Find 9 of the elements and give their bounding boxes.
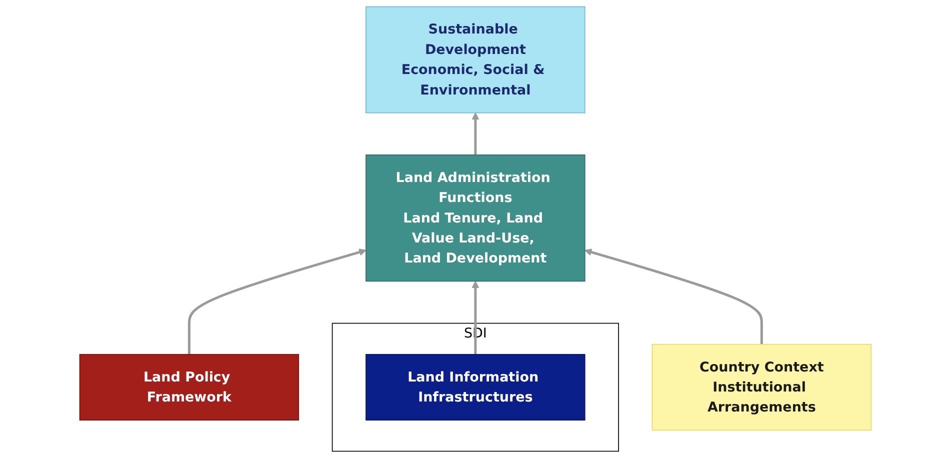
arrow — [471, 112, 479, 155]
arrow — [584, 248, 762, 344]
node-box: Land Policy Framework — [78, 354, 299, 421]
arrow — [471, 280, 479, 354]
node-box: Country Context Institutional Arrangements — [651, 344, 872, 431]
arrow — [187, 248, 366, 354]
node-box: Sustainable Development Economic, Social & Environmental — [365, 6, 585, 114]
node-box: Land Administration Functions Land Tenure, Land Value Land-Use, Land Development — [365, 154, 585, 282]
node-box: Land Information Infrastructures — [365, 354, 585, 421]
